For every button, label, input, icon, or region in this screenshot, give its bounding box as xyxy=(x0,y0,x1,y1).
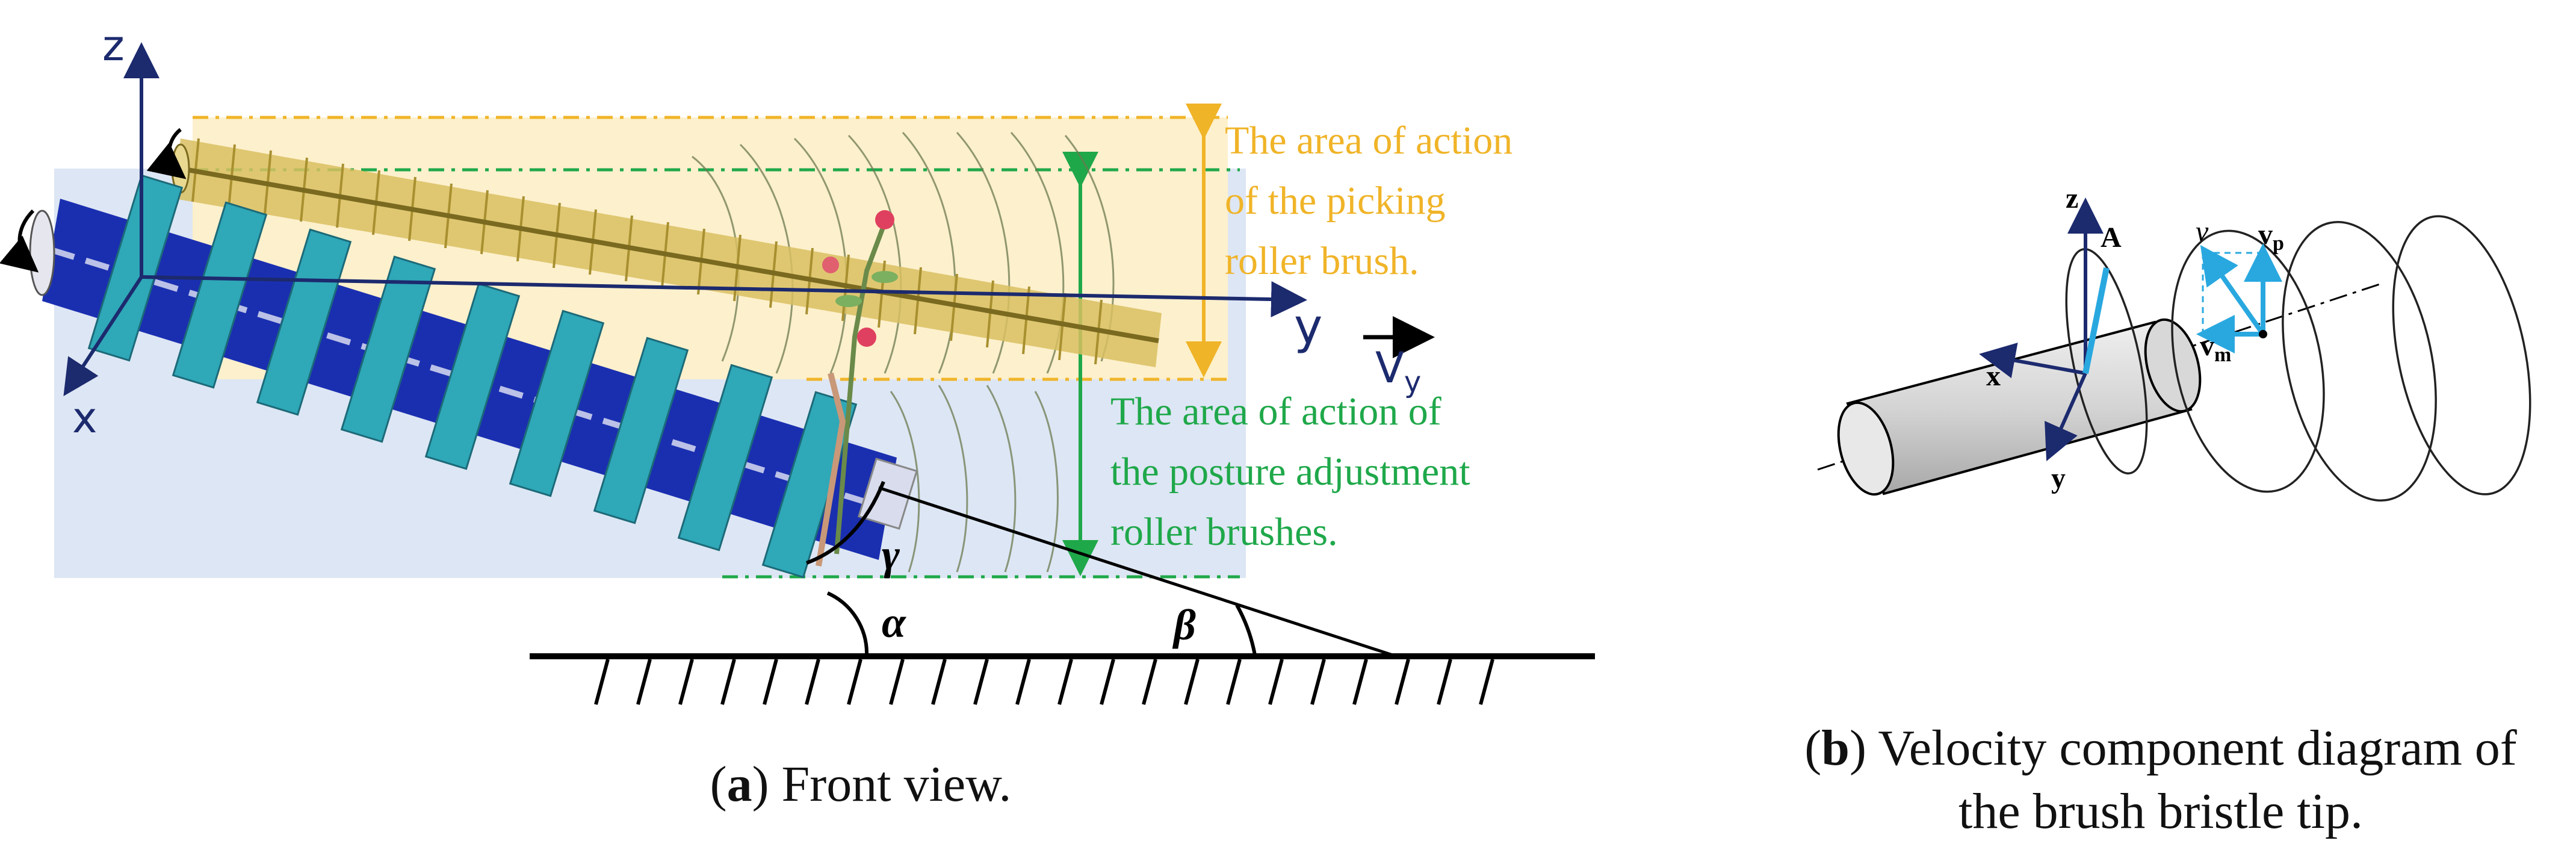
svg-text:The area of action of: The area of action of xyxy=(1110,390,1441,434)
vm-label: vm xyxy=(2200,330,2231,366)
caption-b-line-1: (b) Velocity component diagram of xyxy=(1804,720,2517,776)
x-axis xyxy=(63,276,143,397)
posture-adjustment-roller-brushes xyxy=(29,174,918,579)
brush-cylinder xyxy=(1837,318,2202,496)
svg-text:The area of action: The area of action xyxy=(1225,119,1512,163)
v-resultant-vector xyxy=(2200,244,2265,336)
z-axis-label: z xyxy=(102,21,125,70)
b-tip-vector xyxy=(2082,267,2110,374)
gamma-label: γ xyxy=(882,530,900,579)
caption-a: (a) Front view. xyxy=(710,756,1012,812)
b-y-axis xyxy=(2045,372,2087,461)
posture-zone-label: The area of action of the posture adjust… xyxy=(1110,390,1470,554)
b-y-label: y xyxy=(2051,462,2066,494)
alpha-label: α xyxy=(882,598,906,647)
v-label: v xyxy=(2196,216,2209,247)
alpha-angle-arc xyxy=(826,591,869,656)
y-axis-label: y xyxy=(1294,299,1322,355)
posture-roller-rotation-icon xyxy=(0,209,39,273)
y-axis xyxy=(141,275,1307,318)
caption-b: (b) Velocity component diagram of the br… xyxy=(1757,716,2564,843)
svg-text:of the picking: of the picking xyxy=(1225,179,1446,223)
b-z-label: z xyxy=(2066,182,2078,214)
panel-b-velocity-diagram: z A x y v vp vm xyxy=(1817,182,2531,502)
picking-roller-rotation-icon xyxy=(146,128,187,179)
svg-text:roller brush.: roller brush. xyxy=(1225,239,1419,283)
incline-line xyxy=(878,486,1397,658)
cylinder-axis-line xyxy=(1817,282,2384,471)
tip-point xyxy=(2259,330,2267,338)
b-A-label: A xyxy=(2101,222,2122,253)
b-x-label: x xyxy=(1986,360,2001,392)
gamma-angle-arc xyxy=(805,480,885,565)
seedling-plant-icon xyxy=(816,210,898,567)
vy-label: Vy xyxy=(1375,343,1421,399)
vp-label: vp xyxy=(2258,219,2284,255)
x-axis-label: x xyxy=(72,393,97,443)
picking-zone-label: The area of action of the picking roller… xyxy=(1225,119,1512,283)
beta-angle-arc xyxy=(1235,604,1257,656)
beta-label: β xyxy=(1172,601,1196,649)
picking-roller-brush xyxy=(171,138,1162,367)
bristle-helix-trajectory xyxy=(2065,215,2531,502)
svg-text:the posture adjustment: the posture adjustment xyxy=(1110,450,1470,494)
panel-a-front-view: z x y Vy The area of action of the picki… xyxy=(0,21,1595,705)
caption-b-line-2: the brush bristle tip. xyxy=(1958,783,2363,839)
b-x-axis xyxy=(1979,343,2086,379)
ground-hatching xyxy=(594,659,1494,705)
svg-text:roller brushes.: roller brushes. xyxy=(1110,510,1338,554)
